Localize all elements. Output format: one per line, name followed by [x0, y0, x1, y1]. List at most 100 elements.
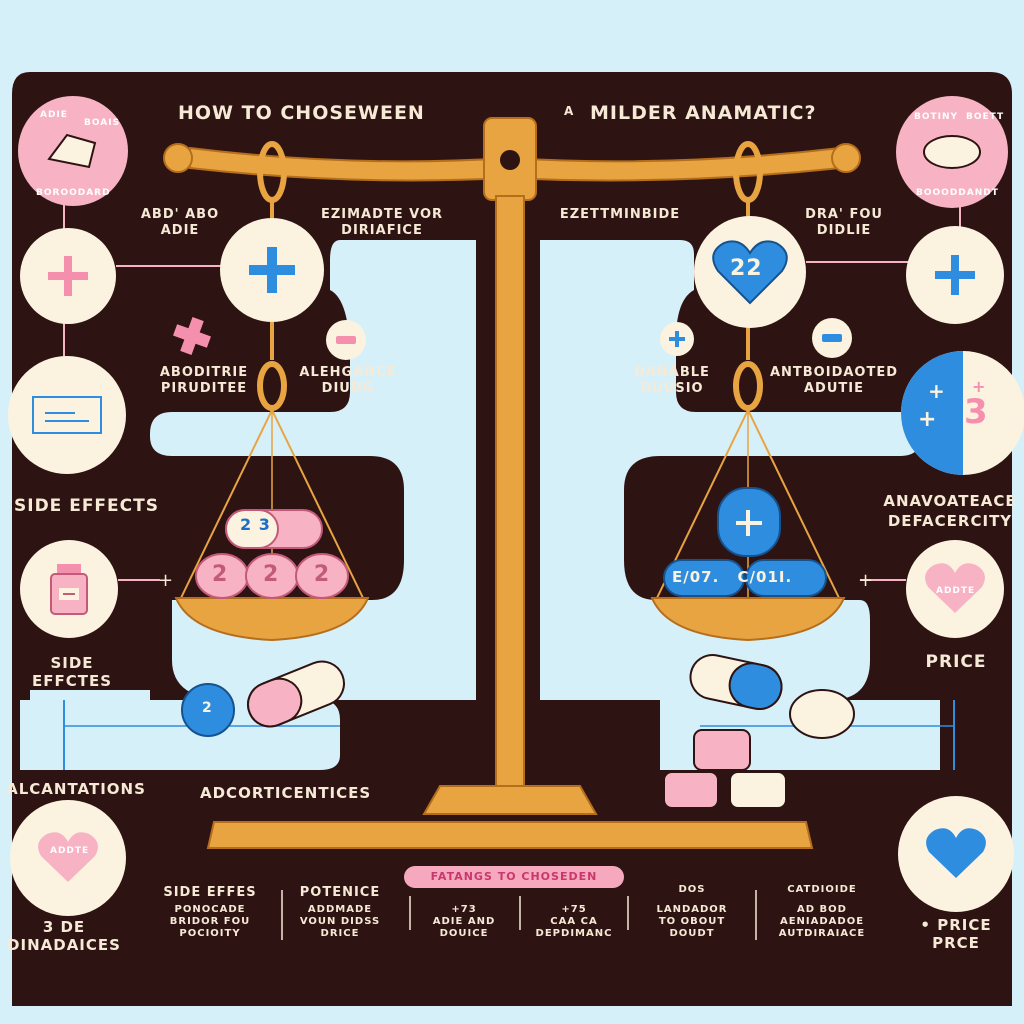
left-plus-circle	[20, 228, 116, 324]
side-effects-label-2b: EFFCTES	[31, 672, 113, 690]
left-label-1a: ABD' ABO	[140, 207, 220, 222]
heart-icon	[712, 240, 788, 305]
bottom-price-label-2: PRCE	[932, 934, 980, 952]
bottom-col4-line3: DEPDIMANC	[535, 928, 613, 939]
bottom-right-heart-circle	[898, 796, 1014, 912]
split-circle-icon: + + +	[901, 351, 1024, 475]
right-label-3b: DUUSIO	[640, 381, 704, 396]
medicine-bottle-icon	[50, 564, 88, 615]
left-bottle-circle	[20, 540, 118, 638]
bottom-col4-line1: +75	[561, 904, 587, 915]
pill-icon	[47, 133, 97, 169]
bottom-col6-line4: AUTDIRAIACE	[778, 928, 866, 939]
bottom-col3-line1: +73	[451, 904, 477, 915]
right-plus-circle	[906, 226, 1004, 324]
right-label-1: EZETTMINBIDE	[559, 207, 681, 222]
minus-icon	[822, 334, 842, 342]
right-label-2b: DIDLIE	[816, 223, 872, 238]
bottom-col1-line1: SIDE EFFES	[163, 885, 257, 900]
bottom-left-heart-circle	[10, 800, 126, 916]
heart-icon	[38, 832, 98, 882]
bottom-price-label-1: • PRICE	[920, 916, 992, 934]
svg-text:+: +	[858, 570, 873, 591]
right-label-5a: ANAVOATEACE	[883, 492, 1017, 510]
split-circle-text: 3	[964, 392, 989, 432]
left-badge-line-3: BOROODARD	[36, 188, 111, 198]
left-label-4b: DIUDG	[321, 381, 375, 396]
pill-icon	[923, 135, 981, 169]
plus-icon	[249, 247, 295, 293]
disadvantages-label-b: DINADAICES	[7, 936, 121, 954]
right-label-2a: DRA' FOU	[805, 207, 883, 222]
bottom-col2-line4: DRICE	[320, 928, 360, 939]
left-badge-line-1: ADIE	[40, 110, 68, 120]
price-label: PRICE	[925, 652, 987, 672]
minus-circle	[326, 320, 366, 360]
bottom-col3-line3: DOUICE	[439, 928, 489, 939]
side-effects-label-1: SIDE EFFECTS	[14, 496, 159, 516]
right-heart-badge-text: ADDTE	[936, 586, 976, 596]
left-label-3a: ABODITRIE	[159, 365, 249, 380]
left-badge-line-2: BOAIS	[84, 118, 121, 128]
plus-icon	[935, 255, 975, 295]
bottom-col6-line1: CATDIOIDE	[787, 884, 857, 895]
bottom-heart-text: ADDTE	[50, 846, 90, 856]
bottom-col6-line3: AENIADADOE	[779, 916, 865, 927]
choose-banner: FATANGS TO CHOSEDEN	[404, 866, 624, 888]
left-pan-pills-text: 2 2 2	[212, 562, 331, 587]
right-label-4a: ANTBOIDAOTED	[769, 365, 899, 380]
right-badge-line-2: BOETT	[966, 112, 1005, 122]
plus-icon	[669, 331, 685, 347]
right-pan-capsules-text: E/07. C/01I.	[672, 568, 793, 586]
bottom-col5-line1: DOS	[678, 884, 706, 895]
bottom-col5-line2: LANDADOR	[656, 904, 728, 915]
bottom-col2-line2: ADDMADE	[307, 904, 373, 915]
title-marker: A	[564, 104, 575, 118]
advantages-label: ALCANTATIONS	[6, 780, 146, 798]
right-heart-badge	[906, 540, 1004, 638]
bottom-col1-line4: POCIOITY	[179, 928, 241, 939]
bottom-col2-line3: VOUN DIDSS	[299, 916, 381, 927]
right-label-3a: DANABLE	[634, 365, 710, 380]
svg-text:+: +	[158, 570, 173, 591]
right-heart-circle	[694, 216, 806, 328]
left-label-3b: PIRUDITEE	[160, 381, 248, 396]
title-left: HOW TO CHOSEWEEN	[178, 102, 425, 124]
plus-icon	[48, 256, 88, 296]
bottom-col4-line2: CAA CA	[550, 916, 598, 927]
side-effects-label-2a: SIDE	[50, 654, 94, 672]
svg-text:+: +	[918, 407, 936, 432]
small-minus-circle	[812, 318, 852, 358]
bottom-col5-line4: DOUDT	[669, 928, 715, 939]
title-right: MILDER ANAMATIC?	[590, 102, 817, 124]
right-badge-line-1: BOTINY	[914, 112, 959, 122]
bottom-col1-line2: PONOCADE	[174, 904, 246, 915]
right-label-4b: ADUTIE	[804, 381, 864, 396]
disadvantages-label-a: 3 DE	[42, 918, 86, 936]
right-top-badge	[896, 96, 1008, 208]
pink-cross-icon	[173, 317, 211, 355]
heart-icon	[926, 828, 986, 878]
left-label-2b: DIRIAFICE	[341, 223, 423, 238]
left-pan-top-pill-text: 2 3	[240, 515, 271, 534]
small-plus-circle	[660, 322, 694, 356]
left-label-4a: ALEHGANCE	[299, 365, 397, 380]
bottom-col1-line3: BRIDOR FOU	[169, 916, 251, 927]
plus-minus-icon	[736, 510, 762, 536]
bottom-col3-line2: ADIE AND	[432, 916, 496, 927]
left-blue-plus-circle	[220, 218, 324, 322]
left-label-2a: EZIMADTE VOR	[320, 207, 444, 222]
svg-text:+: +	[928, 379, 945, 403]
right-badge-line-3: BOOODDANDT	[916, 188, 999, 198]
loose-pill-text: 2	[202, 700, 213, 716]
left-card-circle	[8, 356, 126, 474]
minus-icon	[336, 336, 356, 344]
bottom-col5-line3: TO OBOUT	[658, 916, 726, 927]
heart-text: 22	[730, 256, 763, 281]
bottom-col6-line2: AD BOD	[797, 904, 847, 915]
right-label-5b: DEFACERCITY	[887, 512, 1013, 530]
id-card-icon	[32, 396, 102, 434]
left-top-badge	[18, 96, 128, 206]
